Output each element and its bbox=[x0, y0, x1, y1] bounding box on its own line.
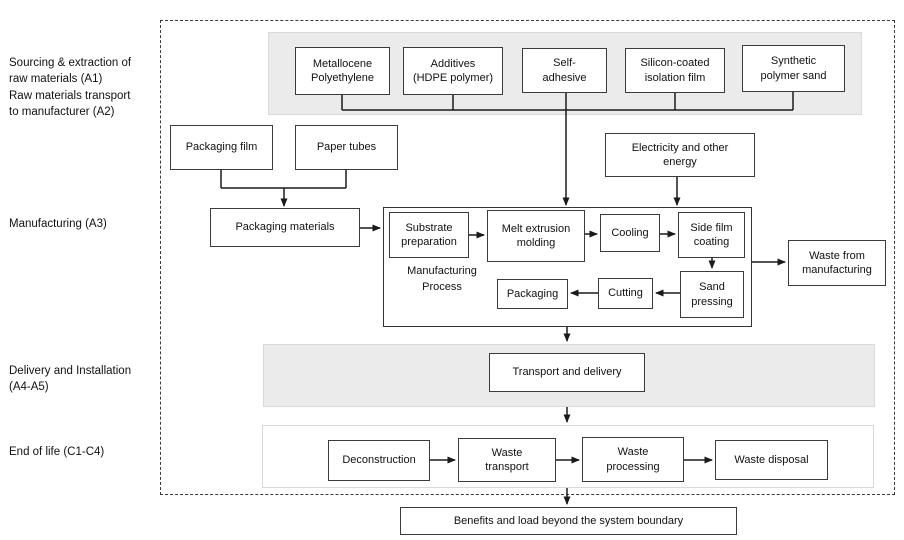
stage-label-manufacturing-a3: Manufacturing (A3) bbox=[9, 218, 107, 230]
node-additives-hdpe-polymer: Additives (HDPE polymer) bbox=[403, 47, 503, 95]
node-paper-tubes: Paper tubes bbox=[295, 125, 398, 170]
node-metallocene-polyethylene: Metallocene Polyethylene bbox=[295, 47, 390, 95]
node-silicon-coated-isolation-film: Silicon-coated isolation film bbox=[625, 48, 725, 93]
node-packaging-materials: Packaging materials bbox=[210, 208, 360, 247]
manufacturing-process-label: Manufacturing Process bbox=[407, 265, 477, 293]
system-boundary-dashed-border bbox=[160, 20, 895, 495]
node-side-film-coating: Side film coating bbox=[678, 212, 745, 258]
stage-label-delivery-a4-a5: Delivery and Installation (A4-A5) bbox=[9, 365, 132, 394]
node-substrate-preparation: Substrate preparation bbox=[389, 212, 469, 258]
node-cooling: Cooling bbox=[600, 214, 660, 252]
node-packaging: Packaging bbox=[497, 279, 568, 309]
node-waste-processing: Waste processing bbox=[582, 437, 684, 482]
node-benefits-beyond-boundary: Benefits and load beyond the system boun… bbox=[400, 507, 737, 535]
node-deconstruction: Deconstruction bbox=[328, 440, 430, 481]
node-transport-and-delivery: Transport and delivery bbox=[489, 353, 645, 392]
node-waste-transport: Waste transport bbox=[458, 438, 556, 482]
node-synthetic-polymer-sand: Synthetic polymer sand bbox=[742, 45, 845, 92]
node-sand-pressing: Sand pressing bbox=[680, 271, 744, 318]
node-electricity-and-other-energy: Electricity and other energy bbox=[605, 133, 755, 177]
node-waste-from-manufacturing: Waste from manufacturing bbox=[788, 240, 886, 286]
stage-label-sourcing-a1-a2: Sourcing & extraction of raw materials (… bbox=[9, 57, 132, 118]
node-cutting: Cutting bbox=[598, 278, 653, 309]
node-packaging-film: Packaging film bbox=[170, 125, 273, 170]
stage-label-end-of-life-c1-c4: End of life (C1-C4) bbox=[9, 446, 105, 458]
node-waste-disposal: Waste disposal bbox=[715, 440, 828, 480]
node-melt-extrusion-molding: Melt extrusion molding bbox=[487, 210, 585, 262]
node-self-adhesive: Self- adhesive bbox=[522, 48, 607, 93]
